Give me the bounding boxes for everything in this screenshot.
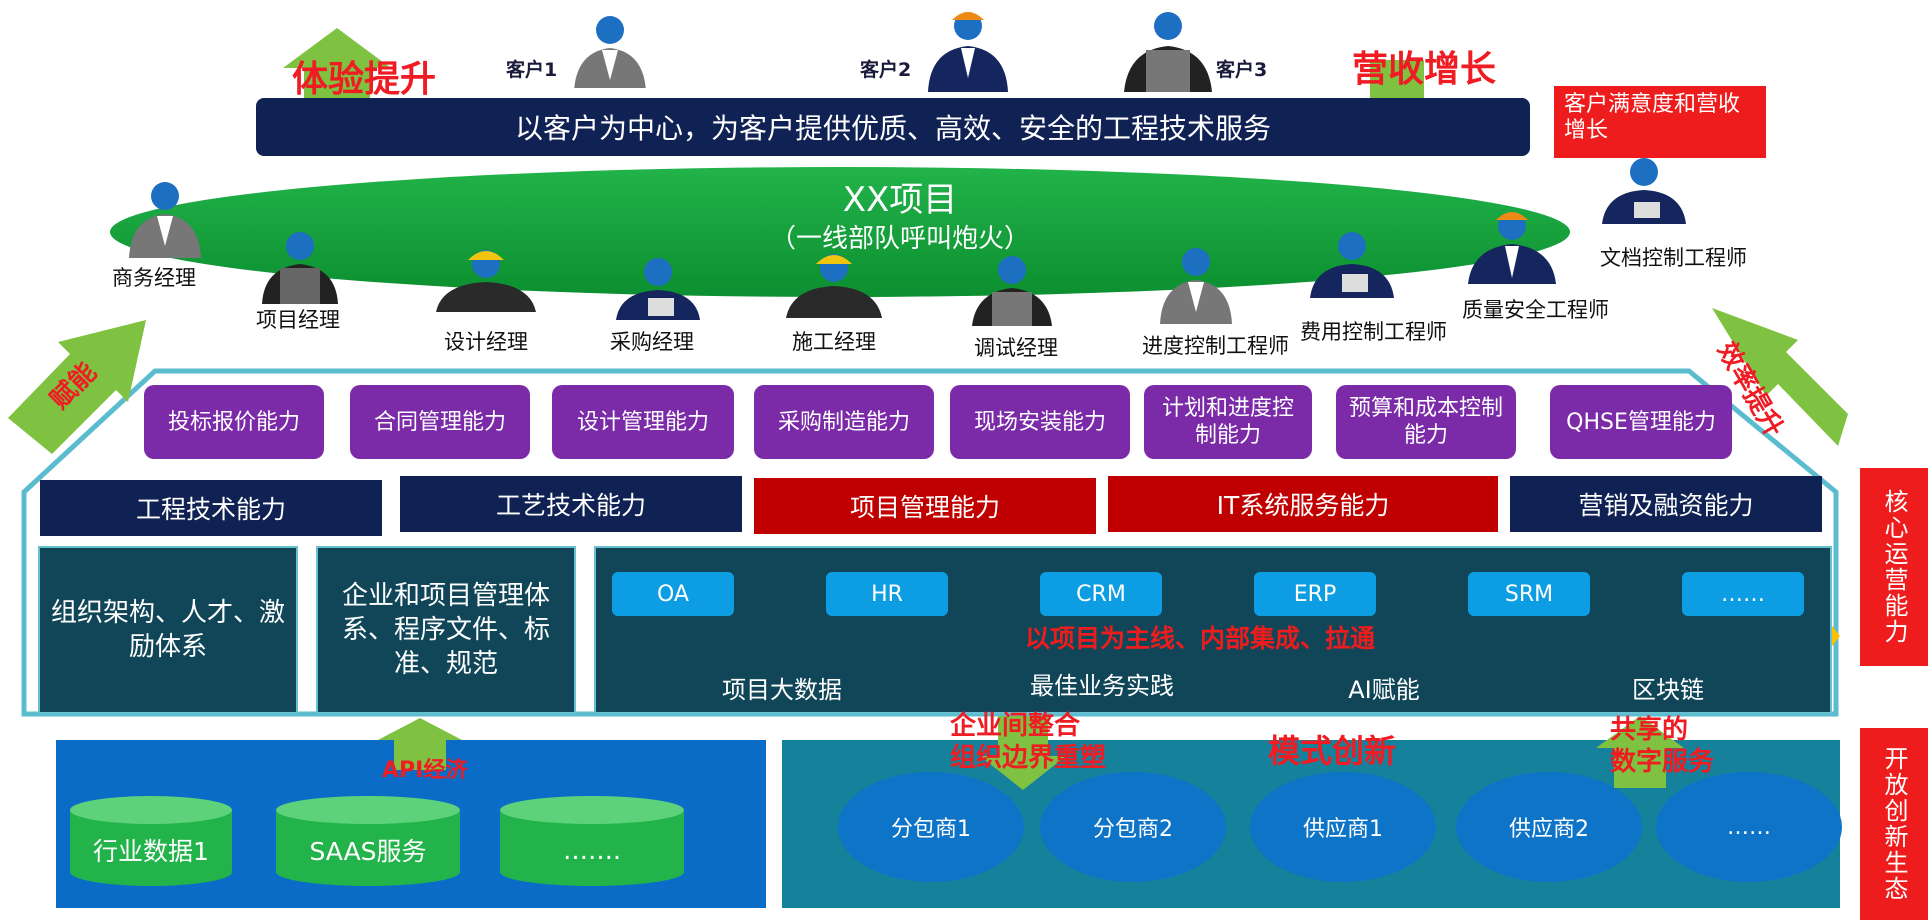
platform-big-data: 项目大数据 (722, 675, 842, 704)
tier-process: 工艺技术能力 (400, 476, 742, 532)
capability-budget: 预算和成本控制能力 (1336, 385, 1516, 459)
customer-2-label: 客户2 (860, 59, 912, 81)
platform-best-practice: 最佳业务实践 (1030, 671, 1174, 700)
core-ops-text: 核心运营能力 (1880, 489, 1908, 645)
api-economy-label: API经济 (382, 758, 468, 783)
role-construction-manager: 施工经理 (792, 330, 876, 354)
mgmt-system-box: 企业和项目管理体系、程序文件、标准、规范 (316, 546, 576, 714)
role-project-manager: 项目经理 (256, 308, 340, 332)
capability-installation: 现场安装能力 (950, 385, 1130, 459)
core-ops-label: 核心运营能力 (1860, 468, 1928, 666)
platform-blockchain: 区块链 (1632, 675, 1704, 704)
open-eco-label: 开放创新生态 (1860, 728, 1928, 920)
capability-schedule: 计划和进度控制能力 (1144, 385, 1312, 459)
capability-contract: 合同管理能力 (350, 385, 530, 459)
it-oa-label: OA (657, 581, 689, 607)
role-schedule-control-engineer: 进度控制工程师 (1142, 334, 1289, 358)
shared-services-label: 共享的 数字服务 (1610, 715, 1715, 777)
customer-1-label: 客户1 (506, 59, 558, 81)
role-business-manager: 商务经理 (112, 266, 196, 290)
partner-subcontractor-1-label: 分包商1 (891, 817, 971, 842)
integration-label: 企业间整合 组织边界重塑 (950, 711, 1107, 773)
customer-figures (574, 12, 1212, 94)
role-quality-safety-engineer: 质量安全工程师 (1462, 298, 1609, 322)
it-srm-label: SRM (1504, 581, 1554, 607)
it-srm: SRM (1468, 572, 1590, 616)
partner-more: …… (1656, 772, 1842, 882)
customer-3-label: 客户3 (1216, 59, 1268, 81)
data-item-more: ……. (563, 835, 621, 865)
capability-installation-label: 现场安装能力 (973, 409, 1106, 435)
shared-up-arrow (1596, 716, 1684, 788)
capability-contract-label: 合同管理能力 (373, 409, 506, 435)
partner-supplier-1-label: 供应商1 (1303, 817, 1383, 842)
partner-supplier-2: 供应商2 (1456, 772, 1642, 882)
capability-design: 设计管理能力 (552, 385, 734, 459)
banner-text: 以客户为中心，为客户提供优质、高效、安全的工程技术服务 (514, 112, 1271, 145)
capability-bidding: 投标报价能力 (144, 385, 324, 459)
capability-design-label: 设计管理能力 (576, 409, 709, 435)
capability-procurement-label: 采购制造能力 (777, 409, 910, 435)
tier-engineering-label: 工程技术能力 (135, 495, 286, 524)
project-title: XX项目 (842, 179, 958, 220)
tier-it-services: IT系统服务能力 (1108, 476, 1498, 532)
project-subtitle: （一线部队呼叫炮火） (769, 223, 1030, 254)
experience-up-label: 体验提升 (292, 59, 437, 100)
customer-banner: 以客户为中心，为客户提供优质、高效、安全的工程技术服务 (256, 98, 1530, 156)
org-talent-box: 组织架构、人才、激励体系 (38, 546, 298, 714)
capability-qhse-label: QHSE管理能力 (1566, 409, 1716, 435)
it-more: …… (1682, 572, 1804, 616)
open-eco-text: 开放创新生态 (1880, 746, 1908, 902)
api-up-arrow (378, 718, 462, 770)
revenue-up-label: 营收增长 (1352, 49, 1497, 90)
role-procurement-manager: 采购经理 (610, 330, 694, 354)
role-commissioning-manager: 调试经理 (974, 336, 1058, 360)
data-item-saas: SAAS服务 (309, 837, 427, 866)
role-cost-control-engineer: 费用控制工程师 (1300, 320, 1447, 344)
it-erp: ERP (1254, 572, 1376, 616)
innovation-label: 模式创新 (1268, 732, 1397, 770)
it-oa: OA (612, 572, 734, 616)
capability-bidding-label: 投标报价能力 (167, 409, 300, 435)
empower-arrow (8, 320, 146, 454)
mainline-text: 以项目为主线、内部集成、拉通 (1024, 624, 1375, 653)
tier-engineering: 工程技术能力 (40, 480, 382, 536)
mgmt-system-text: 企业和项目管理体系、程序文件、标准、规范 (341, 581, 550, 679)
integration-down-arrow (980, 716, 1066, 790)
it-crm: CRM (1040, 572, 1162, 616)
satisfaction-text: 客户满意度和营收增长 (1564, 92, 1741, 143)
partner-supplier-1: 供应商1 (1250, 772, 1436, 882)
role-document-control-engineer: 文档控制工程师 (1600, 246, 1747, 270)
capability-schedule-label: 计划和进度控制能力 (1161, 396, 1294, 448)
data-cylinders (70, 796, 684, 886)
it-erp-label: ERP (1293, 581, 1337, 607)
tier-process-label: 工艺技术能力 (495, 491, 646, 520)
tier-marketing-financing: 营销及融资能力 (1510, 476, 1822, 532)
capability-budget-label: 预算和成本控制能力 (1348, 396, 1503, 448)
partner-subcontractor-2: 分包商2 (1040, 772, 1226, 882)
capability-procurement: 采购制造能力 (754, 385, 934, 459)
it-platform-box (594, 546, 1832, 714)
tier-project-management-label: 项目管理能力 (849, 493, 1000, 522)
tier-it-services-label: IT系统服务能力 (1216, 491, 1390, 520)
it-crm-label: CRM (1076, 581, 1126, 607)
role-design-manager: 设计经理 (444, 330, 528, 354)
partner-subcontractor-2-label: 分包商2 (1093, 817, 1173, 842)
satisfaction-box: 客户满意度和营收增长 (1554, 86, 1766, 158)
team-figures (129, 158, 1686, 326)
tier-marketing-financing-label: 营销及融资能力 (1578, 491, 1754, 520)
capability-qhse: QHSE管理能力 (1550, 385, 1732, 459)
it-more-label: …… (1721, 581, 1765, 607)
partner-more-label: …… (1727, 814, 1771, 840)
org-talent-text: 组织架构、人才、激励体系 (50, 598, 285, 662)
core-frame (21, 368, 1839, 717)
tier-project-management: 项目管理能力 (754, 478, 1096, 534)
partner-subcontractor-1: 分包商1 (838, 772, 1024, 882)
partner-supplier-2-label: 供应商2 (1509, 817, 1589, 842)
platform-ai: AI赋能 (1348, 675, 1420, 704)
data-item-industry: 行业数据1 (93, 837, 209, 866)
it-hr-label: HR (871, 581, 903, 607)
efficiency-arrow (1712, 308, 1848, 446)
it-hr: HR (826, 572, 948, 616)
